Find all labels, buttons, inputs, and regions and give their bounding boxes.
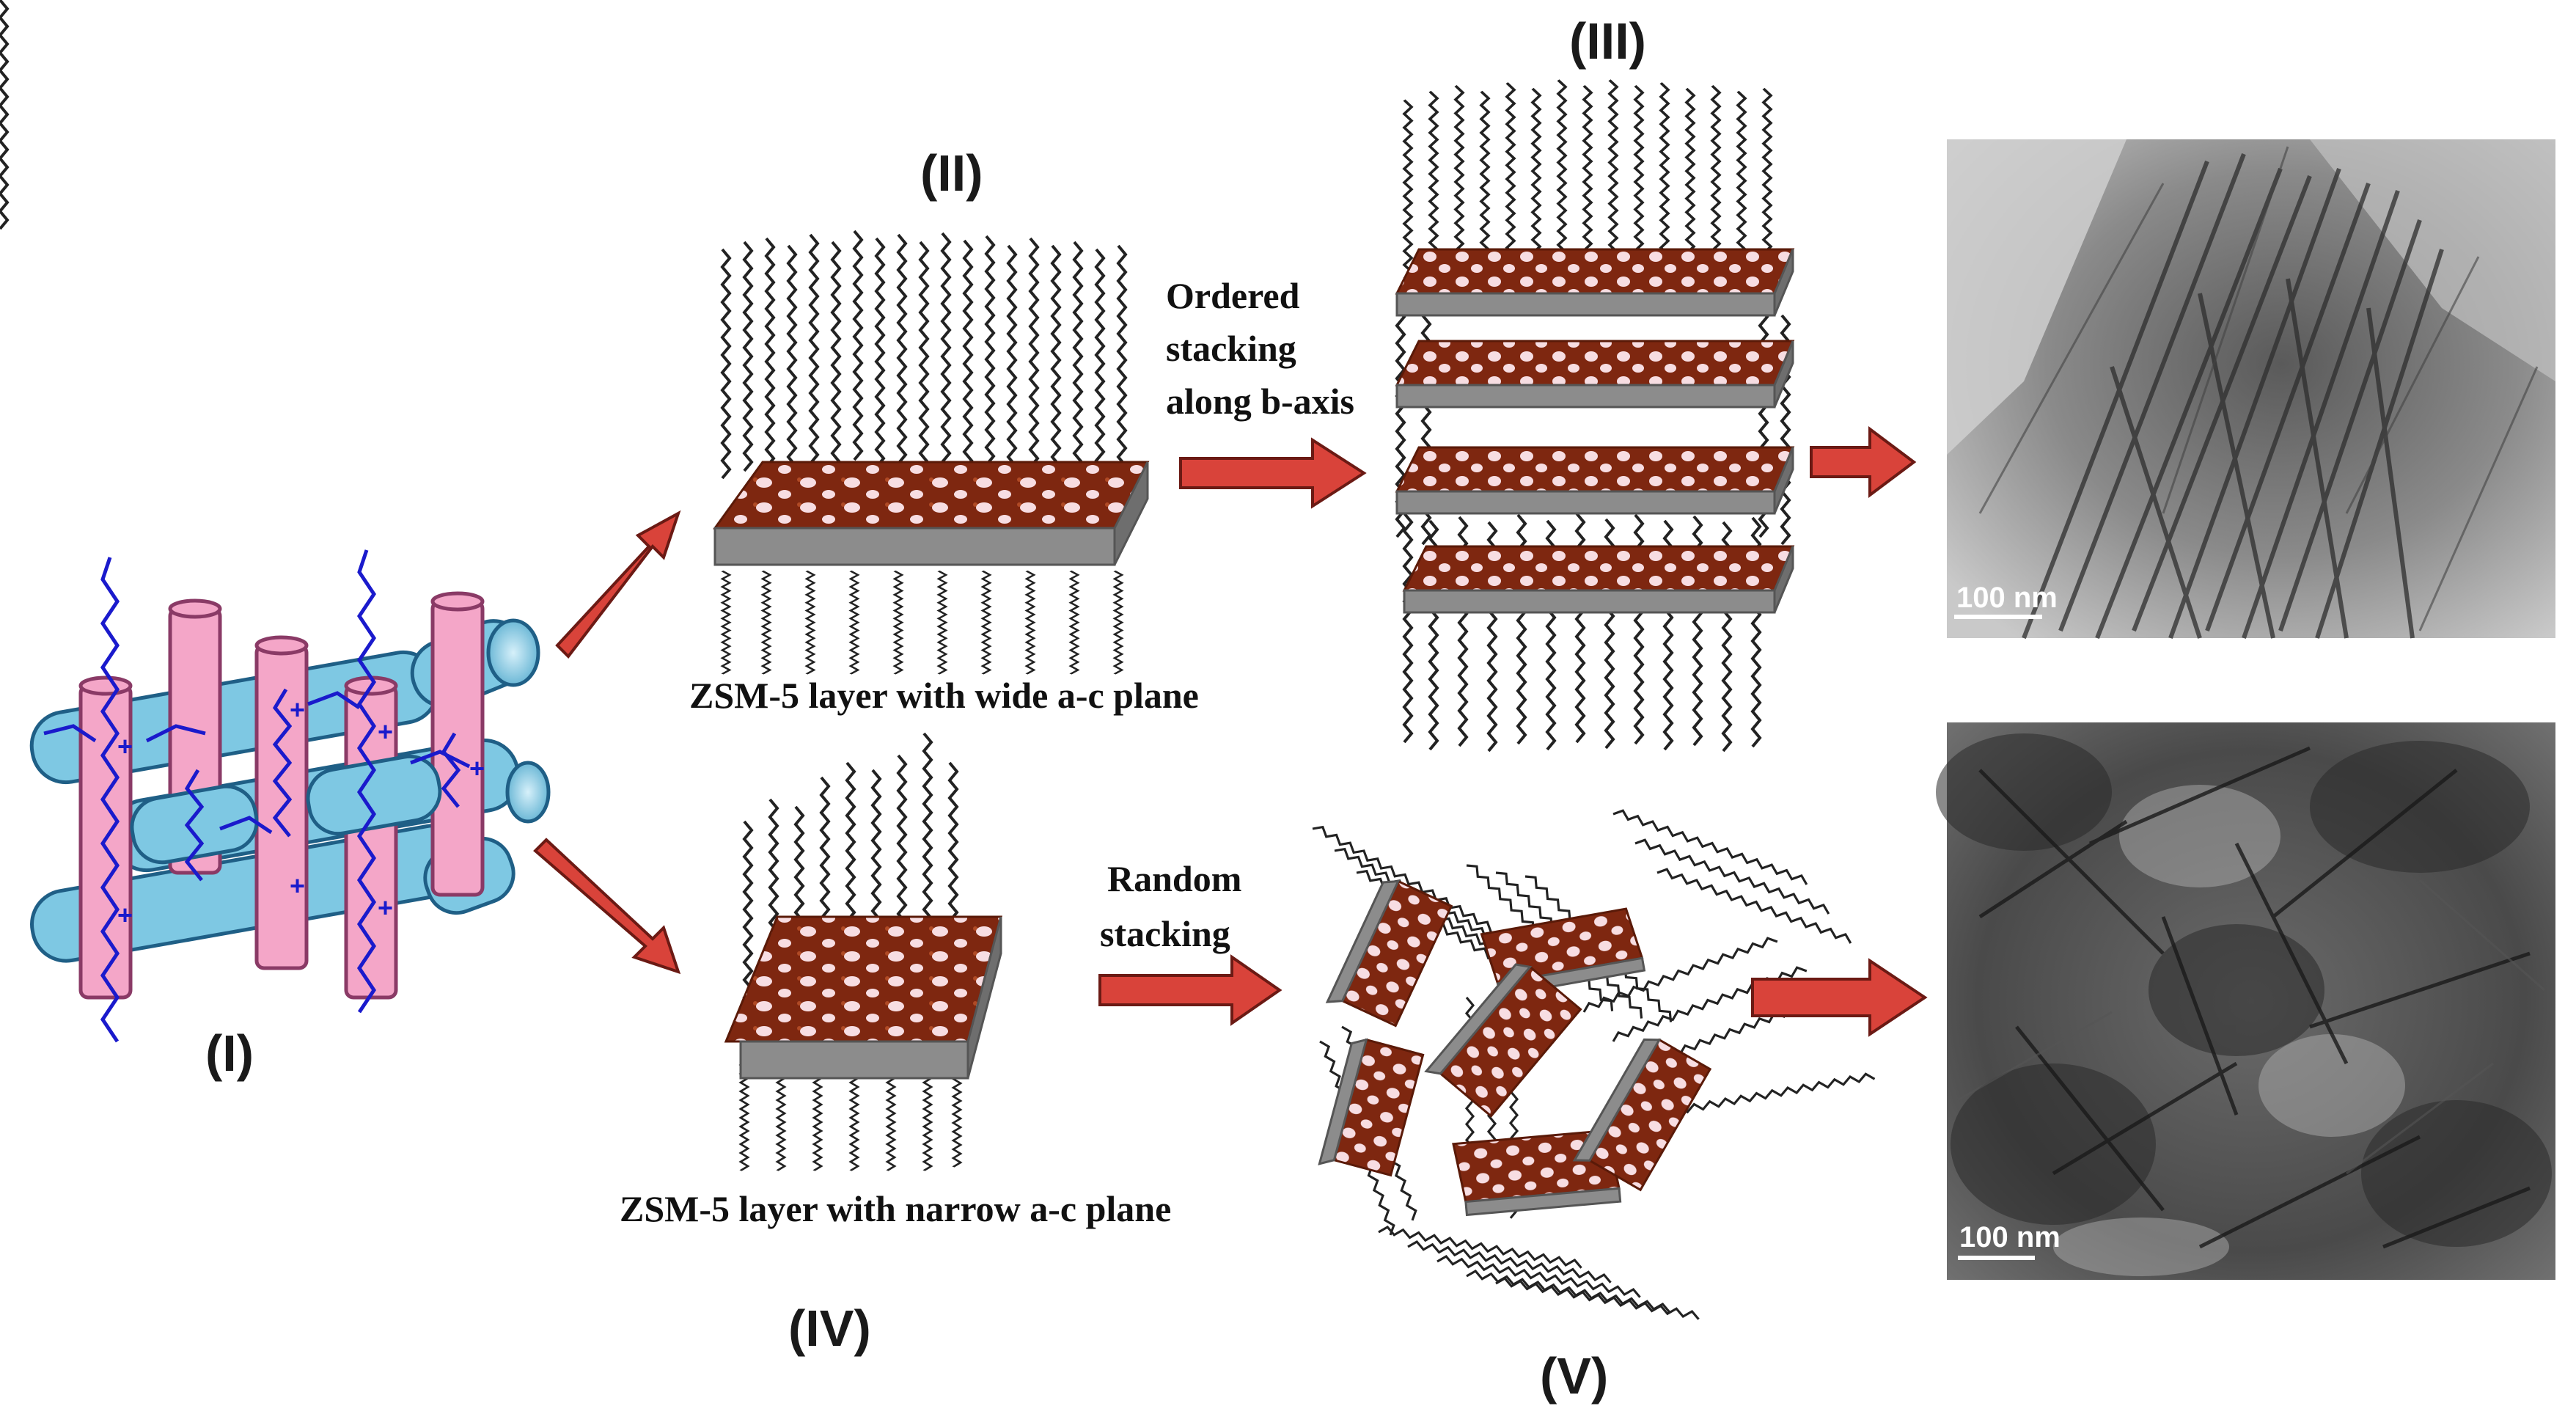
svg-text:+: + [117,731,133,761]
scale-bar [1954,615,2042,619]
block-arrow-icon [1098,954,1283,1026]
svg-text:+: + [117,900,133,930]
block-arrow-icon [1179,437,1367,509]
surfactant-rod-framework: + + + + + + + [29,549,551,1043]
label-structure-II: (II) [920,144,983,202]
stacked-sheet [1395,340,1795,409]
cation-marks: + + + + + + + [117,695,485,930]
svg-text:+: + [469,753,485,783]
caption-narrow-layer: ZSM-5 layer with narrow a-c plane [620,1188,1171,1229]
label-structure-V: (V) [1540,1347,1608,1405]
stacked-sheet [1395,248,1795,317]
tilted-sheet [1325,879,1453,1028]
blue-rods-front [130,618,551,865]
random-layer-aggregate [1311,806,1876,1321]
svg-text:+: + [378,717,393,747]
step-text-line: Random [1107,858,1241,899]
tilted-sheet [1572,1038,1712,1192]
svg-text:+: + [378,893,393,923]
stacked-sheet [1402,545,1795,614]
ordered-layer-stack [1395,78,1795,753]
narrow-zsm5-layer [724,732,1002,1172]
step-text-line: stacking [1100,913,1230,954]
wide-zsm5-layer [0,0,1150,675]
stacked-sheet [1395,446,1795,515]
step-random-stacking: Random stacking [1100,858,1241,954]
tem-micrograph-top: 100 nm [1947,139,2555,640]
tilted-sheet [1318,1038,1425,1177]
step-text-line: along b-axis [1166,381,1354,422]
svg-text:+: + [290,871,305,901]
tem-micrograph-bottom: 100 nm [1936,722,2555,1280]
label-structure-III: (III) [1569,12,1646,70]
block-arrow-icon [1751,958,1928,1037]
step-text-line: Ordered [1166,275,1300,316]
label-structure-IV: (IV) [788,1300,871,1357]
scale-bar [1958,1256,2035,1260]
scale-label-bottom: 100 nm [1959,1221,2061,1253]
svg-text:+: + [290,695,305,725]
block-arrow-icon [1810,426,1917,498]
caption-wide-layer: ZSM-5 layer with wide a-c plane [689,675,1199,716]
tilted-sheet [1452,1129,1622,1217]
scale-label-top: 100 nm [1956,582,2058,614]
block-arrow-icon [555,510,681,659]
surfactant-chain-icon [43,549,471,1043]
tilted-sheet [1424,963,1582,1118]
surfactant-chain-icon [0,0,10,230]
step-ordered-stacking: Ordered stacking along b-axis [1166,275,1354,422]
label-structure-I: (I) [205,1025,254,1082]
step-text-line: stacking [1166,328,1296,369]
block-arrow-icon [533,838,681,975]
